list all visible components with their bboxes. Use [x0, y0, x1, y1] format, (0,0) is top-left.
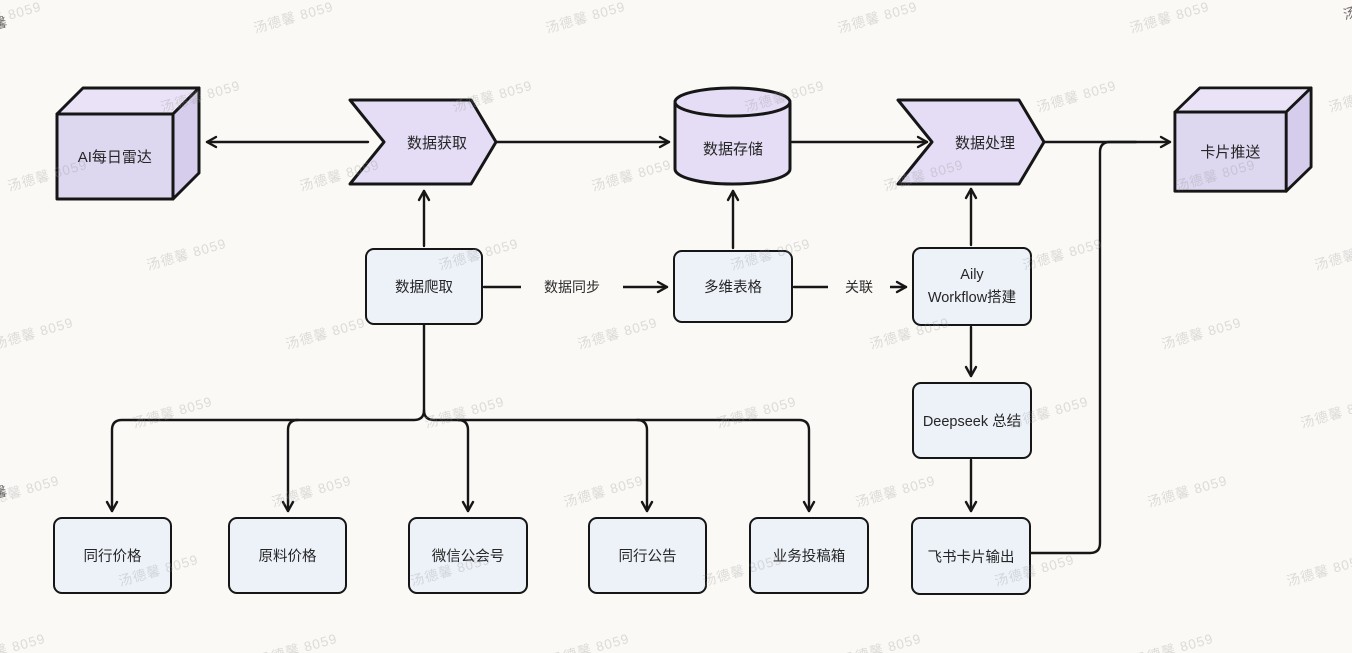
edge-drop-peer-notice: [635, 418, 654, 513]
chevron-shape: [896, 98, 1046, 186]
node-data-fetch[interactable]: 数据获取: [348, 98, 498, 186]
node-data-process[interactable]: 数据处理: [896, 98, 1046, 186]
node-biz-inbox[interactable]: 业务投稿箱: [749, 517, 869, 594]
cylinder-shape: [673, 86, 792, 186]
node-material-price[interactable]: 原料价格: [228, 517, 347, 594]
node-label: 同行公告: [618, 549, 677, 565]
node-label: 业务投稿箱: [772, 549, 846, 565]
node-multidim-table[interactable]: 多维表格: [673, 250, 793, 323]
edge-fanout-left: [105, 323, 426, 513]
node-label: Aily Workflow搭建: [927, 267, 1017, 306]
edge-label-link: 关联: [828, 276, 890, 298]
node-data-crawl[interactable]: 数据爬取: [365, 248, 483, 325]
node-label: 数据爬取: [395, 280, 453, 296]
node-label: 同行价格: [83, 549, 142, 565]
node-ai-daily-radar[interactable]: AI每日雷达: [55, 86, 201, 202]
node-deepseek-summary[interactable]: Deepseek 总结: [912, 382, 1032, 459]
node-label: 微信公会号: [431, 549, 505, 565]
edge-drop-material-price: [281, 418, 300, 513]
edge-feishu-riser-to-push: [1028, 140, 1138, 555]
edge-label-data-sync: 数据同步: [521, 276, 623, 298]
node-peer-notice[interactable]: 同行公告: [588, 517, 707, 594]
node-feishu-card-output[interactable]: 飞书卡片输出: [911, 517, 1031, 595]
node-label: 飞书卡片输出: [927, 549, 1015, 566]
node-data-store[interactable]: 数据存储: [673, 86, 793, 186]
node-aily-workflow[interactable]: Aily Workflow搭建: [912, 247, 1032, 326]
chevron-shape: [348, 98, 498, 186]
node-card-push[interactable]: 卡片推送: [1173, 86, 1313, 194]
edge-fanout-right: [422, 408, 816, 513]
node-peer-price[interactable]: 同行价格: [53, 517, 172, 594]
cube-shape: [55, 86, 201, 201]
edge-drop-wechat: [456, 418, 475, 513]
node-label: 原料价格: [258, 549, 317, 565]
node-wechat-guild-account[interactable]: 微信公会号: [408, 517, 528, 594]
node-label: Deepseek 总结: [922, 414, 1022, 430]
cube-shape: [1173, 86, 1313, 193]
node-label: 多维表格: [704, 280, 762, 296]
